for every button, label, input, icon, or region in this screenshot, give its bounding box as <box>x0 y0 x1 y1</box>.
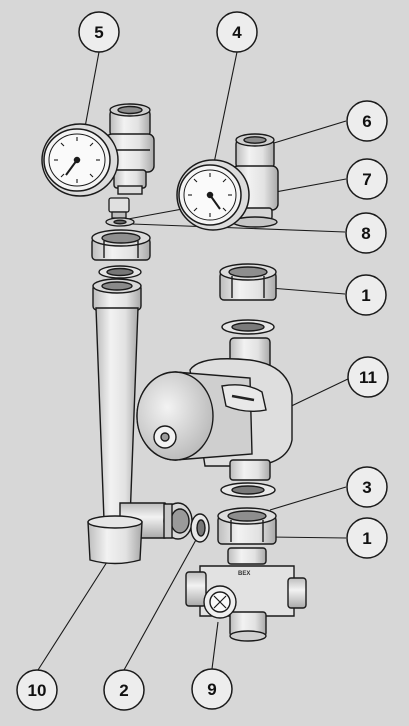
leader-line-6 <box>273 120 347 144</box>
callout-9: 9 <box>191 668 233 710</box>
callout-5: 5 <box>78 11 120 53</box>
callout-4-label: 4 <box>232 23 242 42</box>
callout-10-label: 10 <box>28 681 47 700</box>
callout-4: 4 <box>216 11 258 53</box>
upper-pump-gasket <box>221 319 275 335</box>
leader-line-1a <box>269 287 346 295</box>
part-1-lower-union-nut <box>217 507 277 545</box>
part-8-small-washer <box>105 217 135 227</box>
part-4-right-thermometer-gauge <box>176 159 250 231</box>
callout-1-upper: 1 <box>345 274 387 316</box>
callout-5-label: 5 <box>94 23 103 42</box>
callout-10: 10 <box>16 669 58 711</box>
callout-3-label: 3 <box>362 478 371 497</box>
leader-line-11 <box>282 377 351 411</box>
leader-line-2 <box>123 537 198 671</box>
part-7-small-nut <box>108 197 130 219</box>
callout-7: 7 <box>346 158 388 200</box>
callout-11-label: 11 <box>359 368 377 387</box>
part-9-mixing-valve: BEX <box>185 547 307 642</box>
left-thermometer-gauge <box>41 123 119 197</box>
callout-1-lower: 1 <box>346 517 388 559</box>
leader-line-10 <box>37 561 108 671</box>
callout-3: 3 <box>346 466 388 508</box>
callout-8-label: 8 <box>361 224 370 243</box>
leader-lines <box>37 51 351 671</box>
part-3-gasket <box>220 482 276 498</box>
part-11-circulation-pump <box>136 337 293 481</box>
callout-7-label: 7 <box>362 170 371 189</box>
part-10-riser-pipe <box>87 278 173 565</box>
callout-2-label: 2 <box>119 681 128 700</box>
callout-6-label: 6 <box>362 112 371 131</box>
callout-6: 6 <box>346 100 388 142</box>
part-1-upper-union-nut <box>219 263 277 301</box>
callout-8: 8 <box>345 212 387 254</box>
branch-union-nut <box>163 502 193 540</box>
part-2-gasket <box>190 513 210 543</box>
leader-line-8 <box>131 223 346 233</box>
left-nut-and-gaskets <box>91 229 151 279</box>
valve-marking: BEX <box>238 571 250 577</box>
leader-line-3 <box>269 486 347 511</box>
callouts: 5 4 6 7 8 1 11 3 <box>16 11 389 711</box>
leader-line-9 <box>211 621 219 670</box>
callout-1-upper-label: 1 <box>361 286 370 305</box>
callout-1-lower-label: 1 <box>362 529 371 548</box>
callout-9-label: 9 <box>207 680 216 699</box>
leader-line-4 <box>212 51 238 169</box>
callout-2: 2 <box>103 669 145 711</box>
leader-line-1b <box>269 536 347 539</box>
callout-11: 11 <box>347 356 389 398</box>
